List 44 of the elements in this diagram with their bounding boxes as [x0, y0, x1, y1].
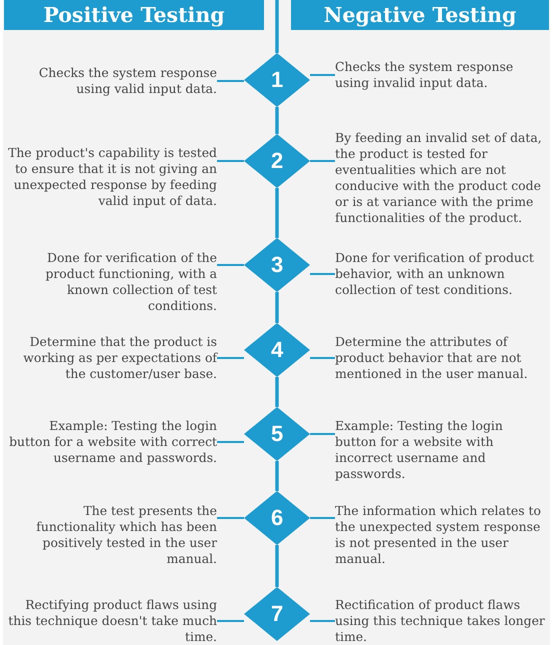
- connector-line: [275, 545, 279, 587]
- description-text: Rectifying product flaws using this technique doesn't take much time.: [6, 597, 217, 645]
- connector-line: [275, 0, 279, 53]
- column-header: Positive Testing: [4, 0, 264, 30]
- connector-line: [310, 433, 335, 435]
- step-number: 7: [271, 603, 284, 625]
- description-text: Example: Testing the login button for a website with correct username and passwords.: [6, 418, 217, 466]
- connector-line: [217, 517, 244, 519]
- connector-line: [310, 273, 335, 275]
- description-text: By feeding an invalid set of data, the product is tested for eventualities which are not conducive with the product code or is at variance with the prime functionalities of the product.: [335, 130, 547, 226]
- connector-line: [217, 264, 244, 266]
- connector-line: [275, 461, 279, 491]
- connector-line: [217, 160, 244, 162]
- description-text: The information which relates to the unexpected system response is not presented in the user manual.: [335, 503, 547, 567]
- description-text: The product's capability is tested to ensure that it is not giving an unexpected response by feeding valid input of data.: [6, 145, 217, 209]
- step-number: 2: [271, 150, 284, 172]
- step-number: 3: [271, 254, 284, 276]
- step-number: 4: [271, 339, 284, 361]
- description-text: Determine the attributes of product behavior that are not mentioned in the user manual.: [335, 334, 547, 382]
- connector-line: [275, 107, 279, 134]
- connector-line: [217, 80, 244, 82]
- description-text: The test presents the functionality which has been positively tested in the user manual.: [6, 503, 217, 567]
- connector-line: [217, 357, 244, 359]
- connector-line: [310, 74, 335, 76]
- connector-line: [217, 441, 244, 443]
- connector-line: [310, 160, 335, 162]
- description-text: Done for verification of product behavior, with an unknown collection of test conditions.: [335, 250, 547, 298]
- description-text: Determine that the product is working as per expectations of the customer/user base.: [6, 334, 217, 382]
- description-text: Checks the system response using valid input data.: [6, 65, 217, 97]
- connector-line: [275, 377, 279, 407]
- description-text: Rectification of product flaws using this technique takes longer time.: [335, 597, 547, 645]
- step-number: 1: [271, 69, 284, 91]
- description-text: Checks the system response using invalid input data.: [335, 59, 547, 91]
- step-number: 6: [271, 507, 284, 529]
- step-number: 5: [271, 423, 284, 445]
- connector-line: [217, 620, 244, 622]
- connector-line: [275, 292, 279, 323]
- connector-line: [275, 188, 279, 238]
- connector-line: [310, 357, 335, 359]
- connector-line: [310, 620, 335, 622]
- description-text: Done for verification of the product functioning, with a known collection of test conditions.: [6, 250, 217, 314]
- column-header: Negative Testing: [291, 0, 549, 30]
- connector-line: [310, 517, 335, 519]
- description-text: Example: Testing the login button for a website with incorrect username and passwords.: [335, 418, 547, 482]
